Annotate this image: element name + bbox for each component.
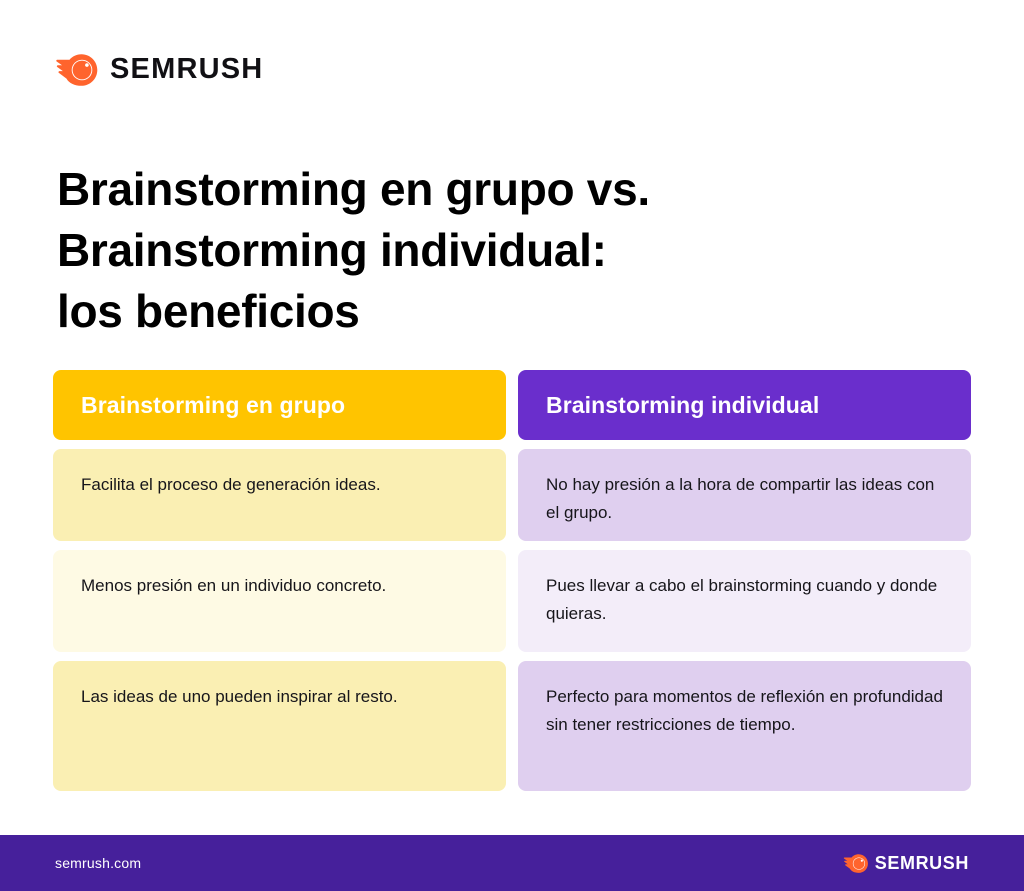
column-header-group: Brainstorming en grupo xyxy=(53,370,506,440)
footer-wordmark: SEMRUSH xyxy=(874,853,969,873)
footer-url[interactable]: semrush.com xyxy=(55,855,142,871)
comparison-column-group: Brainstorming en grupo Facilita el proce… xyxy=(53,370,506,791)
table-cell: Las ideas de uno pueden inspirar al rest… xyxy=(53,661,506,791)
table-cell: Pues llevar a cabo el brainstorming cuan… xyxy=(518,550,971,652)
semrush-comet-icon xyxy=(843,854,868,873)
footer-brand-logo: SEMRUSH xyxy=(843,853,969,873)
semrush-comet-icon xyxy=(56,54,98,86)
table-cell: Menos presión en un individuo concreto. xyxy=(53,550,506,652)
brand-logo: SEMRUSH xyxy=(55,52,263,86)
brand-wordmark: SEMRUSH xyxy=(110,52,264,85)
page-title: Brainstorming en grupo vs. Brainstorming… xyxy=(57,162,650,338)
comparison-column-individual: Brainstorming individual No hay presión … xyxy=(518,370,971,791)
comparison-table: Brainstorming en grupo Facilita el proce… xyxy=(53,370,971,791)
table-cell: No hay presión a la hora de compartir la… xyxy=(518,449,971,541)
footer-bar: semrush.com SEMRUSH xyxy=(0,835,1024,891)
table-cell: Facilita el proceso de generación ideas. xyxy=(53,449,506,541)
column-header-individual: Brainstorming individual xyxy=(518,370,971,440)
table-cell: Perfecto para momentos de reflexión en p… xyxy=(518,661,971,791)
